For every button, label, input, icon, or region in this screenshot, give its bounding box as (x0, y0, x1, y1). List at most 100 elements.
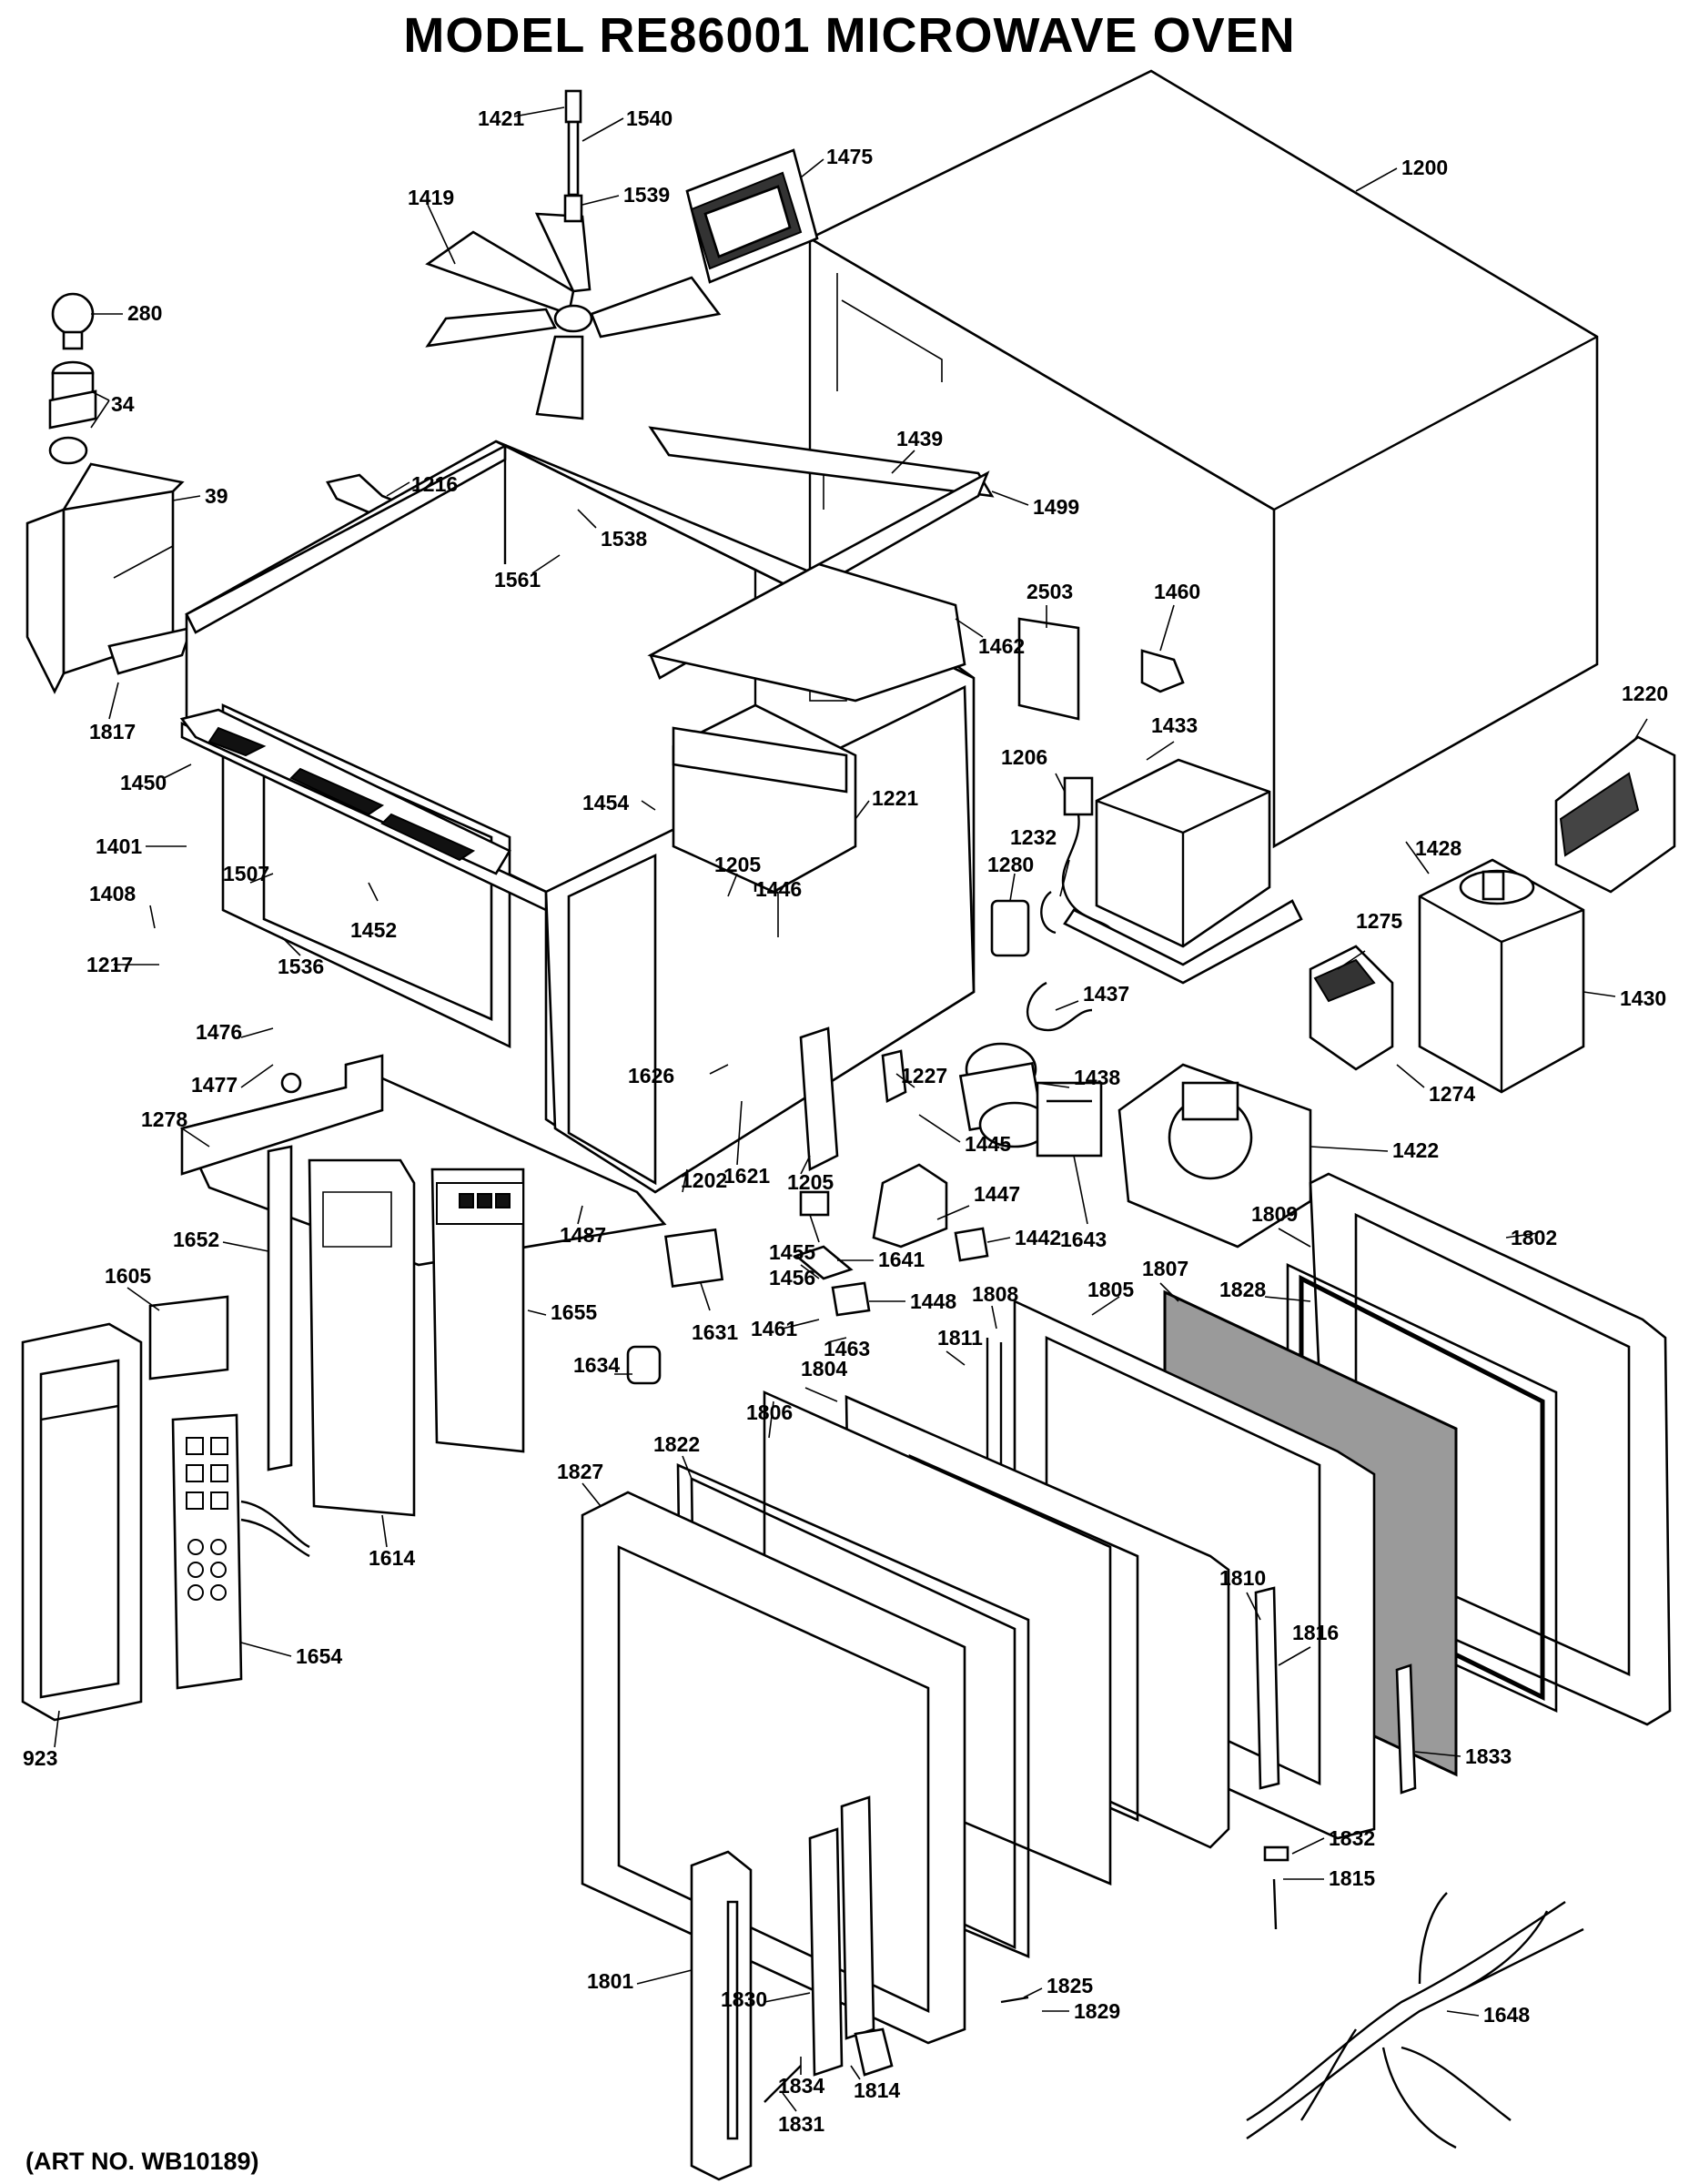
part-label: 1499 (1033, 495, 1079, 519)
thermal-cutout-plate (1017, 617, 1080, 721)
air-duct (25, 462, 193, 694)
part-label: 1476 (196, 1020, 242, 1044)
switch-bracket (872, 1163, 948, 1249)
interlock-switch (881, 1049, 907, 1104)
control-panel-frame (21, 1322, 143, 1722)
keypad-membrane (171, 1413, 310, 1690)
part-label: 34 (111, 392, 135, 416)
part-label: 1540 (626, 106, 673, 130)
part-label: 1832 (1329, 1826, 1375, 1850)
part-label: 1447 (974, 1182, 1020, 1206)
part-label: 1654 (296, 1644, 342, 1668)
part-label: 1454 (582, 791, 629, 814)
part-label: 1463 (824, 1337, 870, 1360)
part-label: 1439 (896, 427, 943, 450)
part-label: 1274 (1429, 1082, 1475, 1106)
part-label: 1648 (1483, 2003, 1530, 2027)
control-panel-strip (267, 1145, 293, 1471)
part-label: 1614 (369, 1546, 415, 1570)
part-label: 1634 (573, 1353, 620, 1377)
part-label: 1445 (965, 1132, 1011, 1156)
part-label: 1652 (173, 1228, 219, 1251)
part-label: 1401 (96, 834, 142, 858)
part-label: 1206 (1001, 745, 1047, 769)
high-voltage-capacitor (958, 1042, 1051, 1148)
part-label: 1643 (1060, 1228, 1107, 1251)
part-label: 1621 (723, 1164, 770, 1188)
part-label: 1817 (89, 720, 136, 743)
part-label: 1830 (721, 1987, 767, 2011)
part-number-labels: 1421 1540 1475 1200 1419 1539 280 34 39 … (23, 106, 1668, 2136)
relay (664, 1228, 724, 1288)
control-board (308, 1158, 416, 1517)
part-label: 1536 (278, 955, 324, 978)
part-label: 1419 (408, 186, 454, 209)
part-label: 1828 (1219, 1278, 1266, 1301)
part-label: 1205 (787, 1170, 834, 1194)
part-label: 1422 (1392, 1138, 1439, 1162)
part-label: 1829 (1074, 1999, 1120, 2023)
part-label: 1655 (551, 1300, 597, 1324)
part-label: 280 (127, 301, 162, 325)
thermal-protector (1140, 649, 1185, 693)
display-window (148, 1295, 229, 1380)
part-label: 1538 (601, 527, 647, 551)
low-voltage-transformer (1036, 1081, 1103, 1158)
part-label: 1814 (854, 2078, 900, 2102)
part-label: 1539 (623, 183, 670, 207)
magnetron-air-duct (1554, 735, 1676, 894)
part-label: 1430 (1620, 986, 1666, 1010)
part-label: 1487 (560, 1223, 606, 1247)
fan-blade (425, 89, 722, 420)
display-board (430, 1168, 525, 1453)
part-label: 1448 (910, 1289, 956, 1313)
part-label: 1278 (141, 1107, 187, 1131)
part-label: 1631 (692, 1320, 738, 1344)
part-label: 1561 (494, 568, 541, 592)
outer-cabinet (807, 69, 1599, 849)
part-label: 1438 (1074, 1066, 1120, 1089)
part-label: 2503 (1026, 580, 1073, 603)
part-label: 1200 (1401, 156, 1448, 179)
door-handle (690, 1850, 753, 2181)
part-label: 1450 (120, 771, 167, 794)
cord-bracket (990, 899, 1030, 957)
part-label: 1822 (653, 1432, 700, 1456)
part-label: 1428 (1415, 836, 1461, 860)
part-label: 1456 (769, 1266, 815, 1289)
blower-motor-assembly (1117, 1063, 1312, 1249)
part-label: 1216 (411, 472, 458, 496)
part-label: 1275 (1356, 909, 1402, 933)
door-spring-parts (764, 1663, 1417, 2103)
part-label: 1809 (1251, 1202, 1298, 1226)
part-label: 1221 (872, 786, 918, 810)
part-label: 1442 (1015, 1226, 1061, 1249)
part-label: 1801 (587, 1969, 633, 1993)
part-label: 1446 (755, 877, 802, 901)
door-switches (794, 1190, 871, 1317)
lamp-and-socket (48, 292, 97, 465)
power-cord (1040, 776, 1111, 935)
part-label: 1805 (1087, 1278, 1134, 1301)
part-label: 1811 (937, 1326, 983, 1350)
part-label: 1408 (89, 882, 136, 905)
door-switch-bracket (799, 1026, 839, 1172)
part-label: 1462 (978, 634, 1025, 658)
part-label: 1280 (987, 853, 1034, 876)
part-label: 1605 (105, 1264, 151, 1288)
part-label: 1217 (86, 953, 133, 976)
part-label: 1452 (350, 918, 397, 942)
part-label: 1825 (1047, 1974, 1093, 1997)
part-label: 1433 (1151, 713, 1198, 737)
leader-lines (54, 106, 1648, 2112)
part-label: 1834 (778, 2074, 824, 2098)
part-label: 39 (205, 484, 228, 508)
part-label: 1205 (714, 853, 761, 876)
door-hinge-1816 (1254, 1586, 1280, 1790)
door-latch-rails (808, 1795, 894, 2077)
part-label: 1833 (1465, 1744, 1512, 1768)
part-label: 923 (23, 1746, 57, 1770)
diode (1026, 981, 1093, 1032)
wire-harness (1246, 1892, 1584, 2149)
